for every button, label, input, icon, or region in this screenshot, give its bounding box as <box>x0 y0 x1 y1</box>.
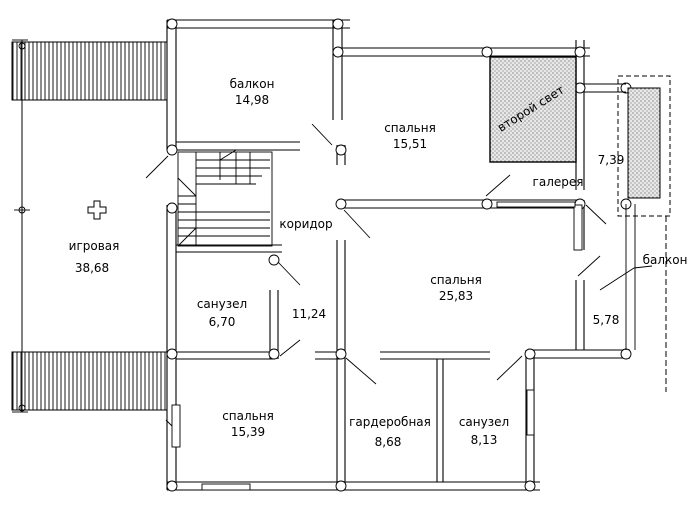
playroom-bottom-terrace <box>11 351 168 411</box>
playroom-label: игровая <box>69 239 120 253</box>
balcony-top-label: балкон <box>230 77 275 91</box>
balcony-right-label: балкон <box>643 253 688 267</box>
bedroom-center-area: 25,83 <box>439 289 473 303</box>
corridor-area: 11,24 <box>292 307 326 321</box>
wardrobe-label: гардеробная <box>349 415 431 429</box>
bathroom-left-label: санузел <box>197 297 247 311</box>
door-swings <box>145 123 653 431</box>
playroom-center-marker <box>87 200 107 220</box>
corridor-label: коридор <box>279 217 332 231</box>
bedroom-bottom-label: спальня <box>222 409 274 423</box>
staircase <box>177 149 273 247</box>
balcony-top-area: 14,98 <box>235 93 269 107</box>
bedroom-center-label: спальня <box>430 273 482 287</box>
bedroom-bottom-area: 15,39 <box>231 425 265 439</box>
bedroom-top-label: спальня <box>384 121 436 135</box>
bathroom-left-area: 6,70 <box>209 315 236 329</box>
playroom-area: 38,68 <box>75 261 109 275</box>
wardrobe-area: 8,68 <box>375 435 402 449</box>
balcony-right-area: 5,78 <box>593 313 620 327</box>
gallery-area: 7,39 <box>598 153 625 167</box>
playroom-outline <box>12 39 30 413</box>
bedroom-top-area: 15,51 <box>393 137 427 151</box>
windows <box>171 201 583 491</box>
second-light-void <box>489 56 577 163</box>
bathroom-right-area: 8,13 <box>471 433 498 447</box>
bathroom-right-label: санузел <box>459 415 509 429</box>
gallery-balcony <box>584 75 671 392</box>
playroom-top-terrace <box>11 41 168 101</box>
gallery-label: галерея <box>533 175 584 189</box>
